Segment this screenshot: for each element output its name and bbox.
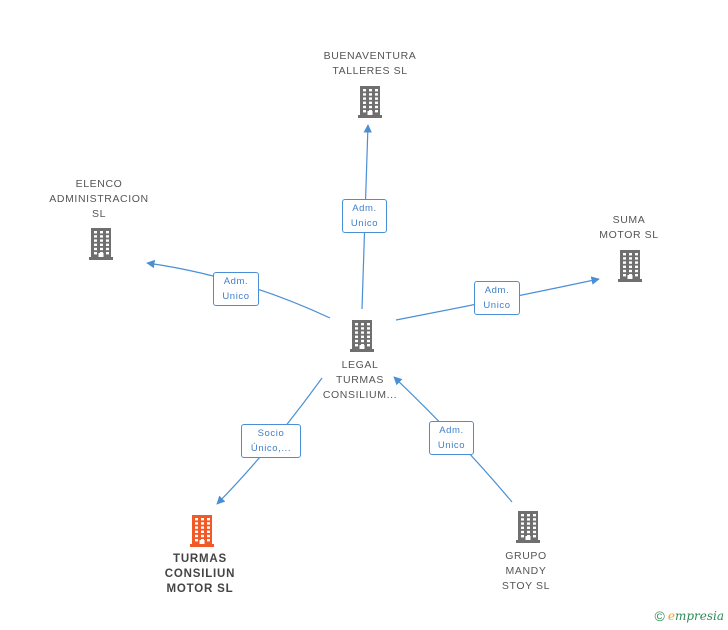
edge-label-line: Socio bbox=[257, 428, 285, 439]
edge-label-line: Unico bbox=[222, 291, 250, 302]
building-icon[interactable] bbox=[618, 250, 642, 287]
company-name-line: TALLERES SL bbox=[332, 65, 408, 77]
edge-label-line: Unico bbox=[350, 218, 379, 229]
company-label-grupo[interactable]: GRUPO MANDY STOY SL bbox=[502, 549, 550, 594]
company-name-line: ELENCO bbox=[75, 178, 123, 190]
building-icon[interactable] bbox=[89, 228, 113, 265]
edge-label-line: Adm. bbox=[223, 276, 249, 287]
building-icon[interactable] bbox=[190, 515, 214, 552]
company-name-line: LEGAL bbox=[341, 359, 379, 371]
company-name-line: MOTOR SL bbox=[166, 583, 234, 595]
edge-label-suma[interactable]: Adm. Unico bbox=[474, 281, 520, 315]
company-label-suma[interactable]: SUMA MOTOR SL bbox=[599, 213, 658, 243]
company-name-line: MANDY bbox=[505, 565, 547, 577]
company-name-line: TURMAS bbox=[336, 374, 384, 386]
edge-label-line: Unico bbox=[437, 440, 466, 451]
edge-label-buenaventura[interactable]: Adm. Unico bbox=[342, 199, 387, 233]
edge-label-elenco[interactable]: Adm. Unico bbox=[213, 272, 259, 306]
company-label-turmas[interactable]: TURMAS CONSILIUN MOTOR SL bbox=[165, 552, 235, 597]
edge-label-line: Adm. bbox=[352, 203, 377, 214]
edge-label-line: Único,... bbox=[250, 443, 292, 454]
footer-brand: © empresia bbox=[655, 608, 725, 624]
company-name-line: GRUPO bbox=[505, 550, 547, 562]
company-label-buenaventura[interactable]: BUENAVENTURA TALLERES SL bbox=[324, 49, 417, 79]
edge-label-line: Adm. bbox=[439, 425, 464, 436]
company-name-line: SUMA bbox=[612, 214, 646, 226]
company-name-line: TURMAS bbox=[172, 553, 227, 565]
company-label-legal[interactable]: LEGAL TURMAS CONSILIUM... bbox=[323, 358, 397, 403]
edge-label-line: Unico bbox=[483, 300, 511, 311]
brand-logo: empresia bbox=[667, 609, 724, 623]
company-name-line: MOTOR SL bbox=[599, 229, 659, 241]
company-name-line: SL bbox=[91, 208, 107, 220]
building-icon[interactable] bbox=[350, 320, 374, 357]
company-name-line: STOY SL bbox=[501, 580, 551, 592]
edge-label-line: Adm. bbox=[484, 285, 510, 296]
copyright-icon: © bbox=[654, 608, 665, 624]
company-label-elenco[interactable]: ELENCO ADMINISTRACION SL bbox=[49, 177, 148, 222]
building-icon[interactable] bbox=[516, 511, 540, 548]
company-name-line: BUENAVENTURA bbox=[323, 50, 417, 62]
edge-label-legal[interactable]: Adm. Unico bbox=[429, 421, 474, 455]
company-name-line: CONSILIUN bbox=[164, 568, 236, 580]
building-icon[interactable] bbox=[358, 86, 382, 123]
company-name-line: ADMINISTRACION bbox=[49, 193, 149, 205]
company-name-line: CONSILIUM... bbox=[322, 389, 398, 401]
